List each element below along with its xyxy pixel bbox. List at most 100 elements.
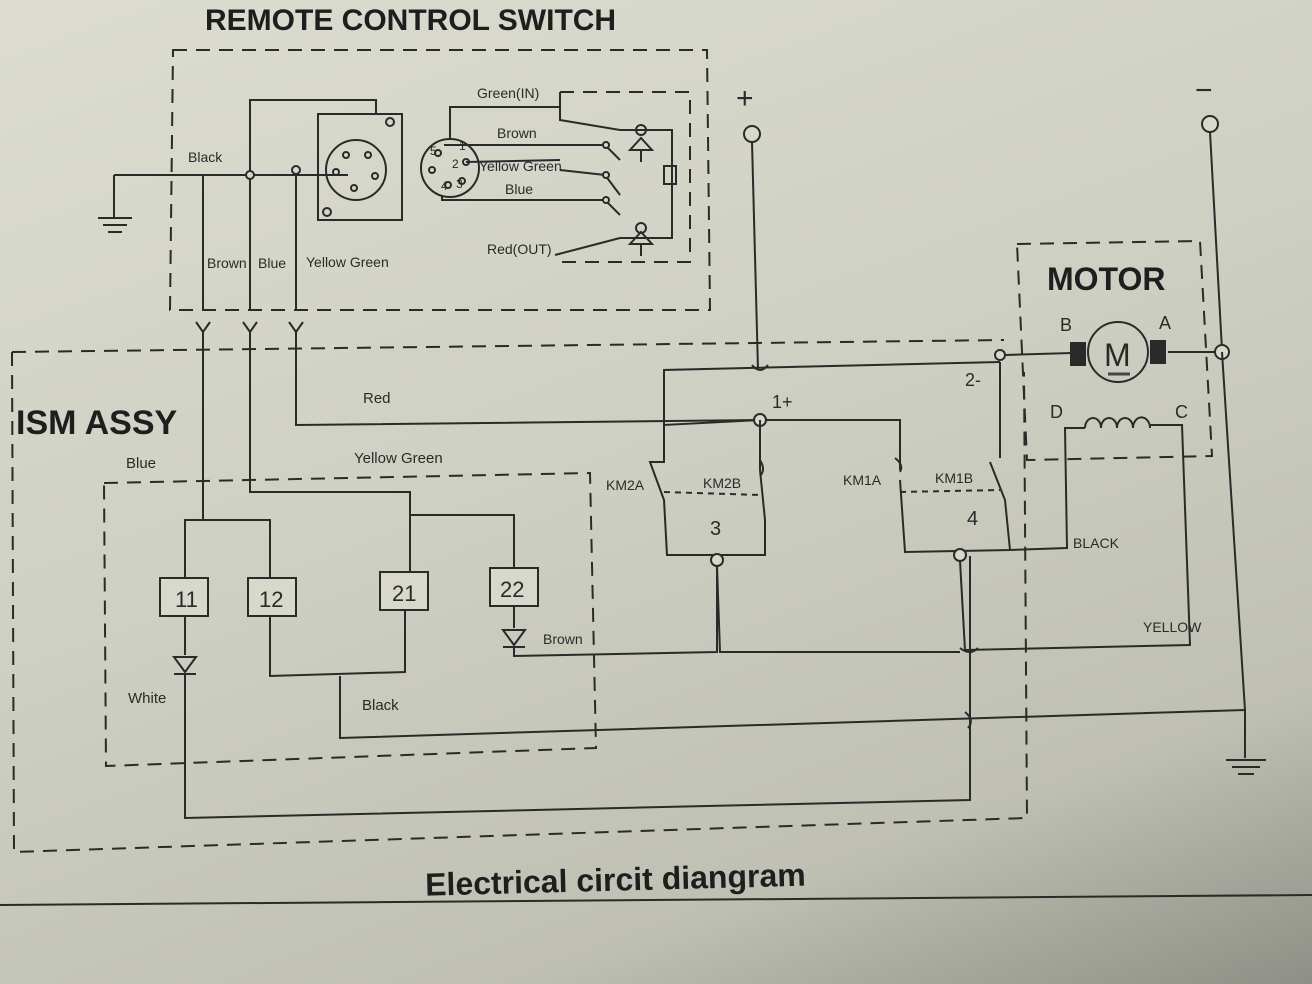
diode-icon [627, 230, 655, 256]
label-km2a: KM2A [606, 477, 645, 493]
relay-12 [247, 577, 297, 617]
km2b-hook [759, 459, 764, 477]
plug-pin [428, 166, 436, 174]
remote-socket [325, 139, 387, 201]
label-km2b: KM2B [703, 475, 741, 491]
label-km1b: KM1B [935, 470, 973, 486]
pin-label-5: 5 [430, 144, 437, 158]
motor-armature-icon [1087, 321, 1149, 383]
label-brown-ism: Brown [543, 631, 583, 647]
brush-b [1070, 342, 1086, 366]
plug-pin [434, 149, 442, 157]
label-a: A [1159, 313, 1171, 333]
caption-rule [0, 894, 1312, 906]
relay-enclosure [102, 471, 598, 768]
label-red-out: Red(OUT) [487, 241, 552, 257]
ism-title: ISM ASSY [16, 404, 178, 442]
socket-pin [342, 151, 350, 159]
terminal-3 [710, 553, 724, 567]
label-black-motor: BLACK [1073, 535, 1120, 551]
km1a-hook [894, 457, 903, 473]
label-blue-r: Blue [505, 181, 533, 197]
remote-ground-icon [98, 175, 132, 233]
ground-icon [1221, 351, 1266, 775]
white-wire [172, 556, 971, 820]
mount-hole [385, 117, 395, 127]
minus-sign: − [1195, 74, 1213, 107]
connector-symbols [195, 321, 304, 350]
motor-symbol: M [1104, 337, 1131, 373]
yellow-loop [716, 424, 1192, 653]
label-brown: Brown [207, 255, 247, 271]
brown-wire [501, 562, 718, 658]
negative-terminal [1201, 115, 1219, 133]
km2-link [663, 491, 761, 496]
contact-node [602, 141, 610, 149]
km1-link [899, 489, 1001, 493]
black-wire [339, 676, 1246, 740]
junction [291, 165, 301, 175]
label-node4: 4 [967, 508, 978, 530]
label-black: Black [188, 149, 223, 165]
brush-a [1150, 340, 1166, 364]
relay-11 [159, 577, 209, 617]
remote-down-wires [202, 170, 297, 310]
label-blue: Blue [258, 255, 286, 271]
socket-pin [350, 184, 358, 192]
label-b: B [1060, 315, 1072, 335]
plug-pin [444, 181, 452, 189]
contact-node [602, 196, 610, 204]
blue-wire [184, 350, 271, 578]
motor-title: MOTOR [1047, 261, 1166, 297]
lamp-icon [635, 124, 647, 136]
label-1plus: 1+ [772, 392, 793, 412]
motor-enclosure [1015, 239, 1214, 462]
crossover [964, 711, 972, 729]
pin-label-2: 2 [452, 157, 459, 171]
contact-node [602, 171, 610, 179]
junction [245, 170, 255, 180]
field-coil-icon [1084, 416, 1151, 429]
armature-leads [1004, 351, 1222, 356]
label-red: Red [363, 390, 391, 407]
relay-label-22: 22 [500, 577, 524, 602]
diode-icon [627, 136, 655, 162]
remote-switch-enclosure [560, 91, 691, 263]
label-yellow-motor: YELLOW [1143, 619, 1202, 635]
positive-terminal [743, 125, 761, 143]
label-white: White [128, 690, 166, 707]
label-km1a: KM1A [843, 472, 882, 488]
label-green-in: Green(IN) [477, 85, 539, 101]
plus-sign: + [736, 82, 754, 115]
crossover [959, 647, 979, 653]
negative-lead [1209, 131, 1223, 351]
plug-wires [441, 106, 561, 201]
relay-label-21: 21 [392, 581, 416, 606]
plug-pin [458, 177, 466, 185]
pin-label-3: 3 [456, 177, 463, 191]
relay-label-11: 11 [175, 587, 198, 612]
remote-title: REMOTE CONTROL SWITCH [205, 4, 616, 37]
bus-2minus [663, 361, 1001, 427]
black-motor-wire [1009, 427, 1085, 551]
terminal-2- [994, 349, 1006, 361]
crossover [751, 364, 769, 371]
pin-label-4: 4 [441, 179, 448, 193]
ism-enclosure [11, 339, 1029, 854]
resistor-icon [663, 165, 677, 185]
relay-bridge [269, 610, 406, 678]
label-yellow-green-ism: Yellow Green [354, 450, 443, 467]
socket-pin [364, 151, 372, 159]
relay-21 [379, 571, 429, 611]
label-c: C [1175, 402, 1188, 422]
label-2minus: 2- [965, 370, 981, 390]
label-yellow-green-r: Yellow Green [479, 158, 562, 174]
label-brown-r: Brown [497, 125, 537, 141]
socket-pin [371, 172, 379, 180]
relay-label-12: 12 [259, 587, 283, 612]
remote-enclosure [168, 49, 712, 311]
mount-hole [322, 207, 332, 217]
switch-contacts [554, 92, 621, 256]
